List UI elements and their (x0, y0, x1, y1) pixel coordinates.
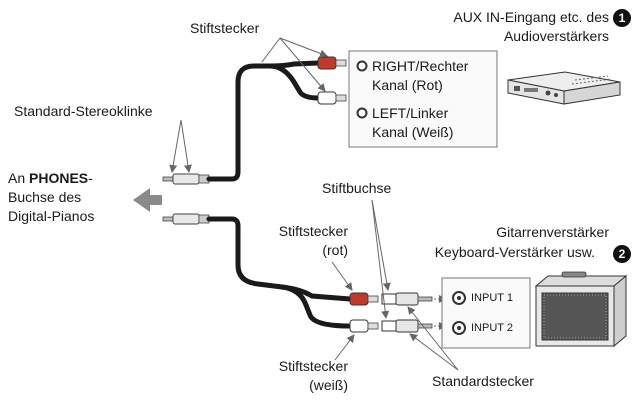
pin-plug-red-label-1: Stiftstecker (278, 223, 348, 239)
direction-arrow-icon (133, 188, 162, 212)
guitar-amp-label-2: Keyboard-Verstärker usw. (434, 244, 595, 260)
left-jack-icon (356, 107, 368, 119)
pin-plug-top-label: Stiftstecker (190, 20, 260, 36)
aux-input-panel (348, 50, 498, 148)
pin-plug-red-bottom (349, 292, 379, 306)
aux-label-line2: Audioverstärkers (503, 28, 609, 44)
pin-plug-white-label-1: Stiftstecker (278, 358, 348, 374)
input-panel (441, 277, 531, 349)
phones-line2: Buchse des (8, 189, 82, 205)
left-channel-line2: Kanal (Weiß) (372, 124, 454, 140)
adapter-top (381, 292, 433, 306)
left-channel-line1: LEFT/Linker (372, 105, 449, 121)
right-channel-line2: Kanal (Rot) (372, 77, 443, 93)
stereo-jack-plug-top (162, 173, 210, 185)
standard-plug-label: Standardstecker (432, 373, 534, 389)
phones-suffix: - (88, 170, 93, 186)
right-jack-icon (356, 60, 368, 72)
cable-upper (206, 60, 321, 182)
adapter-bottom (381, 319, 433, 333)
pin-plug-white-label-2: (weiß) (309, 377, 348, 393)
step2-badge (613, 245, 631, 263)
guitar-amp-label-1: Gitarrenverstärker (496, 224, 609, 240)
pin-jack-label: Stiftbuchse (322, 180, 392, 196)
input1-label: INPUT 1 (471, 292, 513, 304)
pin-plug-white-bottom (349, 319, 379, 333)
cable-upper-white (267, 63, 321, 101)
step1-badge (613, 9, 631, 27)
step1-number: 1 (618, 11, 626, 25)
step2-number: 2 (618, 247, 626, 261)
phones-line3: Digital-Pianos (8, 208, 95, 224)
guitar-amplifier-icon (534, 271, 628, 348)
cable-lower-white (279, 284, 353, 329)
audio-amplifier-icon (507, 71, 621, 105)
aux-label-line1: AUX IN-Eingang etc. des (453, 9, 609, 25)
standard-stereo-jack-label: Standard-Stereoklinke (14, 103, 153, 119)
phones-prefix: An (8, 170, 30, 186)
cable-lower (206, 216, 353, 302)
stereo-jack-plug-bottom (162, 213, 210, 225)
pin-plug-red-label-2: (rot) (322, 242, 348, 258)
input2-label: INPUT 2 (471, 322, 513, 334)
phones-bold: PHONES (29, 170, 89, 186)
right-channel-line1: RIGHT/Rechter (372, 58, 469, 74)
pin-plug-red-top (317, 56, 347, 70)
phones-label: An PHONES- (8, 170, 93, 187)
pin-plug-white-top (317, 91, 347, 105)
